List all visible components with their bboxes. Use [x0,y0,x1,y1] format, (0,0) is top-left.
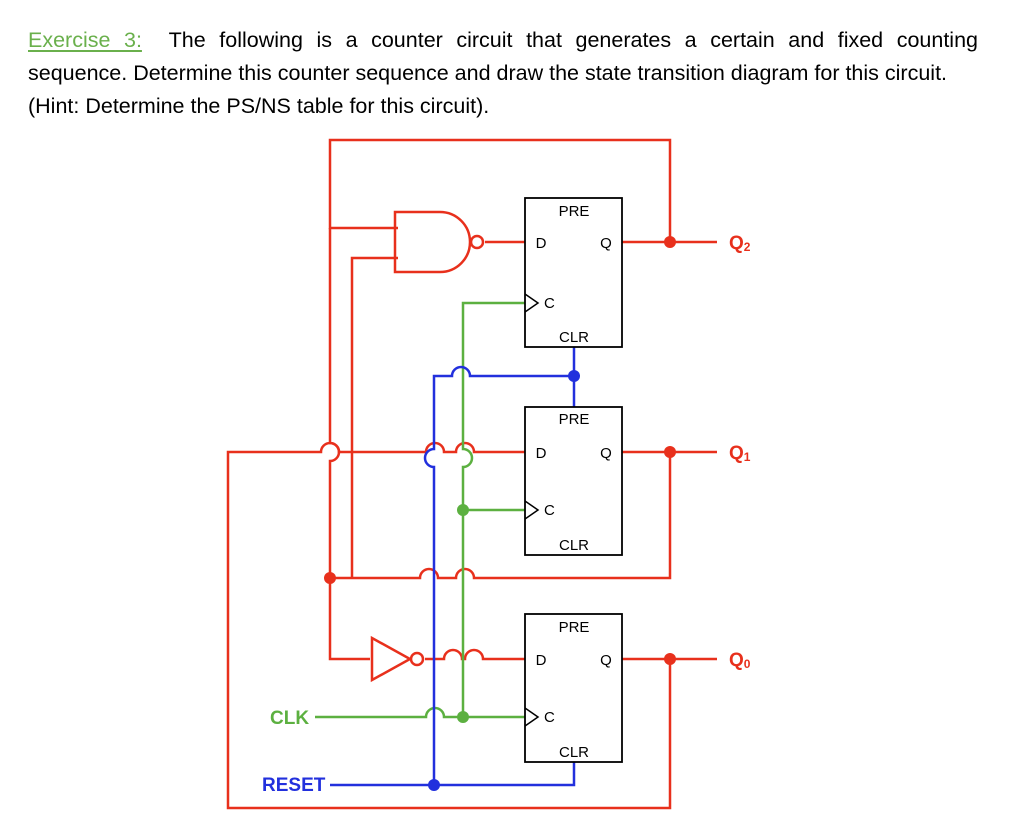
ff2-c-label: C [544,295,555,312]
clock-junctions [457,504,469,723]
ff2-clr-label: CLR [559,329,589,346]
junction-q1 [664,446,676,458]
flip-flop-q1: PRE D Q C CLR [524,406,623,556]
wire-q1-to-nand [350,256,398,578]
clk-input-label: CLK [270,708,309,729]
ff0-d-label: D [536,652,547,669]
logic-junctions [324,236,676,665]
junction-q0 [664,653,676,665]
problem-text-1: The following is a counter circuit that … [168,28,978,52]
problem-line-2: sequence. Determine this counter sequenc… [28,61,948,85]
ff2-pre-label: PRE [559,203,590,220]
ff1-q-label: Q [600,445,612,462]
ff0-c-label: C [544,709,555,726]
inverter-gate [370,635,425,683]
ff2-q-label: Q [600,235,612,252]
ff2-d-label: D [536,235,547,252]
wire-clk-vertical [461,301,528,717]
output-q2-label: Q2 [729,233,751,254]
output-q1-label: Q1 [729,443,751,464]
exercise-label: Exercise 3: [28,28,142,52]
wire-q2-feedback [328,138,672,242]
ff1-clr-label: CLR [559,537,589,554]
wire-reset-main [330,762,576,787]
reset-junctions [428,370,580,791]
junction-bus [324,572,336,584]
ff0-clr-label: CLR [559,744,589,761]
wire-clk-main [315,706,528,719]
wire-q1-feedback [330,452,672,580]
junction-q2 [664,236,676,248]
ff0-q-label: Q [600,652,612,669]
nand-gate [393,210,485,274]
problem-line-1: Exercise 3: The following is a counter c… [28,24,978,57]
flip-flop-q2: PRE D Q C CLR [524,197,623,348]
ff1-pre-label: PRE [559,411,590,428]
wire-bus-to-inverter [328,228,370,661]
problem-line-3: (Hint: Determine the PS/NS table for thi… [28,94,490,118]
ff0-pre-label: PRE [559,619,590,636]
wire-inv-to-d0 [425,648,528,661]
wire-q0-to-d1 [226,441,672,810]
problem-statement: Exercise 3: The following is a counter c… [28,24,978,123]
ff1-c-label: C [544,502,555,519]
ff1-d-label: D [536,445,547,462]
output-q0-label: Q0 [729,650,751,671]
flip-flop-q0: PRE D Q C CLR [524,613,623,763]
wire-reset-vertical [423,365,574,785]
reset-input-label: RESET [262,775,326,796]
